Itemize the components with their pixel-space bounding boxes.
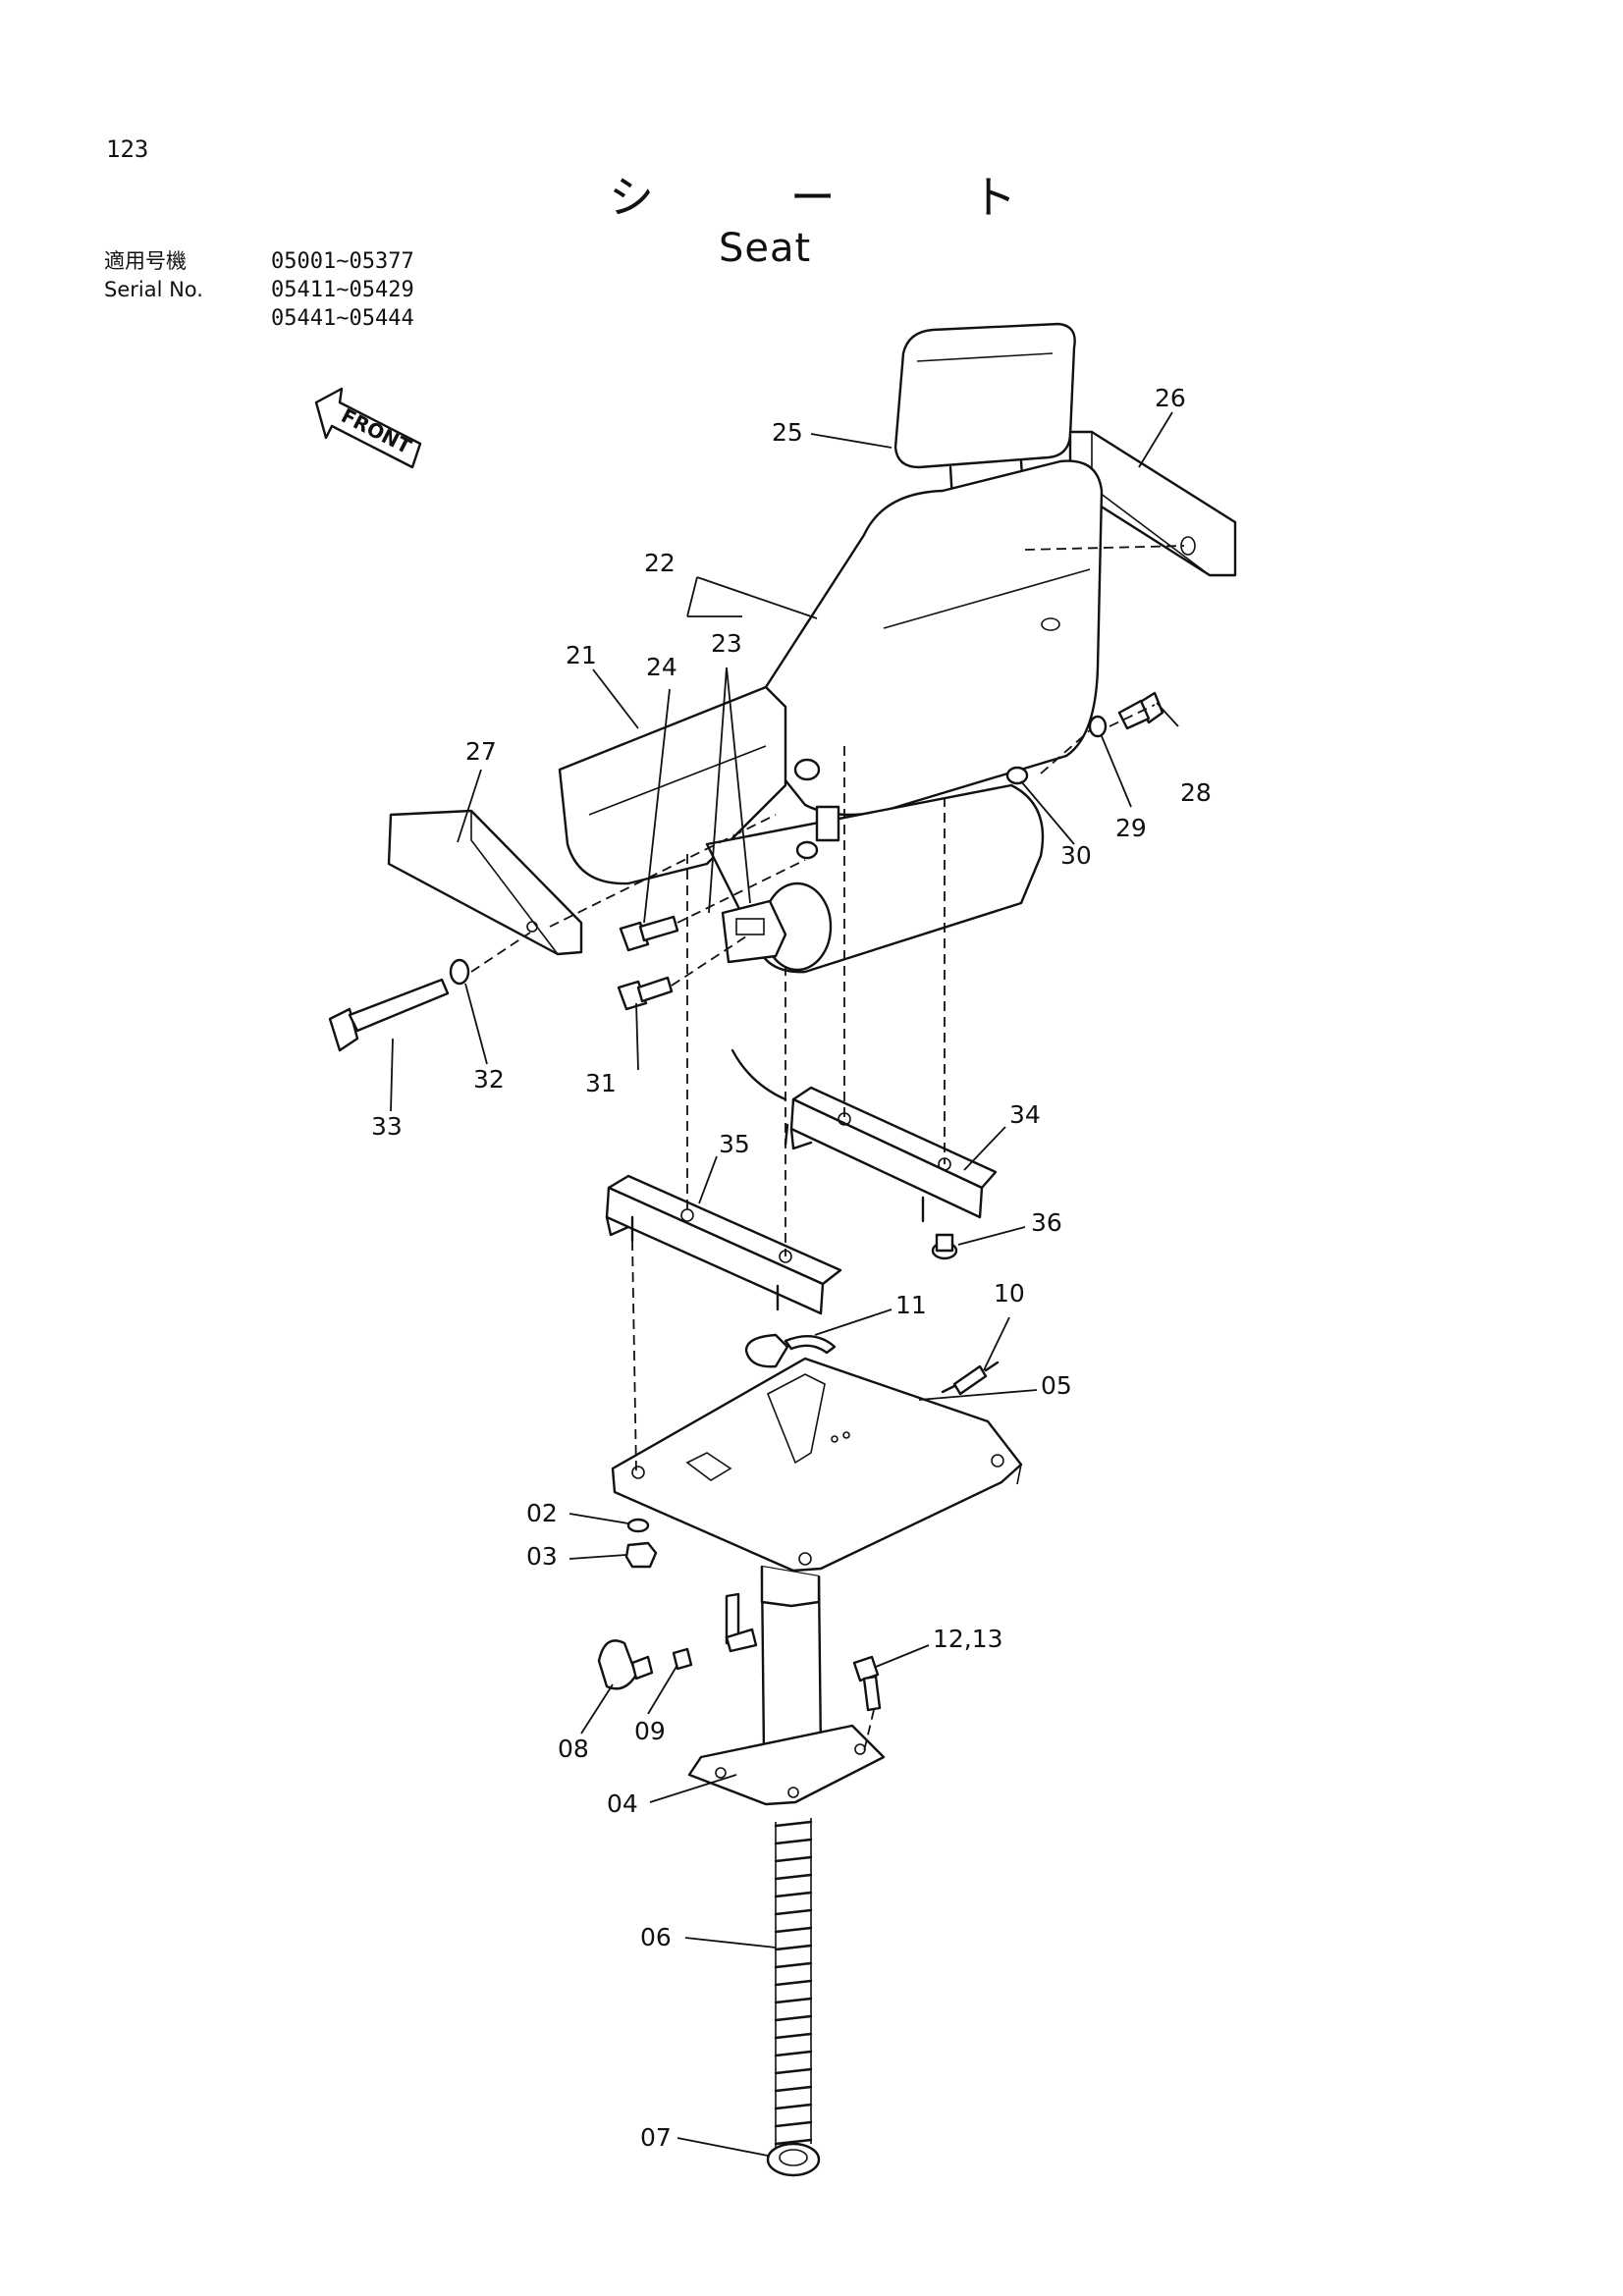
- label-25: 25: [772, 418, 803, 447]
- label-31: 31: [585, 1069, 617, 1097]
- label-22: 22: [644, 549, 676, 577]
- label-26: 26: [1155, 384, 1186, 412]
- label-24: 24: [646, 653, 677, 681]
- label-33: 33: [371, 1112, 403, 1141]
- part-labels: 25 26 22 21 24 23 27 28 29 30 32 31 33 3…: [371, 384, 1212, 2152]
- label-09: 09: [634, 1717, 666, 1745]
- leader-lines: [390, 411, 1179, 2157]
- washer-02: [626, 1518, 650, 1533]
- label-34: 34: [1009, 1100, 1041, 1129]
- nut-30: [1005, 766, 1029, 785]
- serial-block: 適用号機 05001~05377 Serial No. 05411~05429 05…: [104, 247, 414, 333]
- washer-32: [449, 958, 470, 986]
- label-21: 21: [566, 641, 597, 669]
- serial-range-1: 05001~05377: [271, 249, 414, 274]
- nut-03: [624, 1541, 658, 1569]
- label-10: 10: [994, 1279, 1025, 1308]
- label-28: 28: [1180, 778, 1212, 807]
- washer-07: [766, 2142, 821, 2177]
- label-04: 04: [607, 1789, 638, 1818]
- recline-bracket: [721, 899, 787, 964]
- knob-08: [597, 1639, 654, 1690]
- bolt-36: [931, 1233, 958, 1260]
- title-english: Seat: [719, 226, 812, 271]
- label-07: 07: [640, 2123, 672, 2152]
- page-number: 123: [106, 135, 149, 163]
- seat-cushion: [558, 685, 1045, 974]
- assembly-lines: [470, 545, 1185, 1752]
- title-japanese: シ ー ト: [609, 171, 1078, 224]
- bushing: [793, 758, 821, 781]
- label-35: 35: [719, 1130, 750, 1158]
- bolt-pin: [725, 1628, 758, 1653]
- knob-11: [744, 1333, 837, 1368]
- label-29: 29: [1115, 814, 1147, 842]
- label-05: 05: [1041, 1371, 1072, 1400]
- column-04: [687, 1565, 886, 1806]
- bolt-28: [1117, 691, 1164, 730]
- label-12-13: 12,13: [933, 1625, 1003, 1653]
- front-label: FRONT: [338, 403, 415, 458]
- label-30: 30: [1060, 841, 1092, 870]
- label-23: 23: [711, 629, 742, 658]
- label-32: 32: [473, 1065, 505, 1094]
- serial-range-3: 05441~05444: [271, 306, 414, 331]
- slide-rail-34: [730, 1048, 998, 1223]
- bolt-31: [617, 976, 674, 1011]
- label-11: 11: [895, 1291, 927, 1319]
- serial-label-jp: 適用号機: [104, 249, 187, 273]
- spring-09: [672, 1647, 693, 1671]
- label-03: 03: [526, 1542, 558, 1571]
- slide-rail-35: [605, 1174, 842, 1315]
- serial-range-2: 05411~05429: [271, 278, 414, 302]
- serial-label-en: Serial No.: [104, 278, 203, 301]
- armrest-left: [387, 809, 583, 956]
- spring-pin-10: [941, 1361, 1000, 1396]
- label-27: 27: [465, 737, 497, 766]
- label-06: 06: [640, 1923, 672, 1951]
- washer-29: [1088, 715, 1108, 738]
- spring-06: [774, 1818, 813, 2148]
- bushing-2: [795, 840, 819, 860]
- label-36: 36: [1031, 1208, 1062, 1237]
- bolt-24: [619, 915, 679, 952]
- base-plate-05: [611, 1357, 1023, 1573]
- label-08: 08: [558, 1735, 589, 1763]
- bolt-33: [328, 978, 450, 1052]
- label-02: 02: [526, 1499, 558, 1527]
- front-arrow-icon: FRONT: [314, 387, 422, 469]
- bolt-12-13: [852, 1655, 882, 1712]
